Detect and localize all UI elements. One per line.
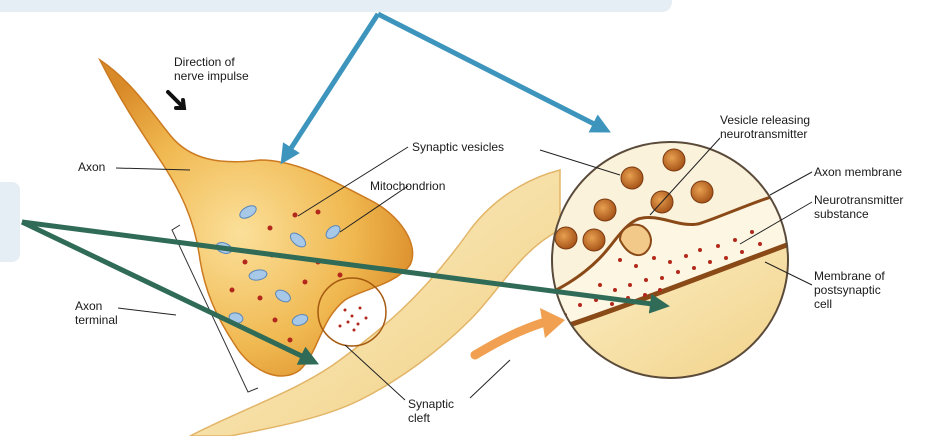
label-vesicle-releasing-1: Vesicle releasing bbox=[720, 113, 810, 127]
label-postsynaptic-2: postsynaptic bbox=[814, 283, 881, 297]
label-direction-2: nerve impulse bbox=[174, 69, 249, 83]
direction-arrow bbox=[168, 92, 184, 108]
label-vesicle-releasing-2: neurotransmitter bbox=[720, 127, 807, 141]
label-synaptic-cleft-1: Synaptic bbox=[408, 397, 454, 411]
label-axon-membrane: Axon membrane bbox=[814, 165, 902, 179]
label-postsynaptic-3: cell bbox=[814, 297, 832, 311]
blue-pointer-arrows bbox=[286, 14, 602, 156]
zoom-circle bbox=[540, 140, 800, 400]
cleft-dots-small bbox=[339, 307, 368, 332]
label-direction-1: Direction of bbox=[174, 55, 235, 69]
zoom-direction-arrow bbox=[475, 322, 545, 355]
label-neurotransmitter-1: Neurotransmitter bbox=[814, 193, 903, 207]
label-synaptic-vesicles: Synaptic vesicles bbox=[412, 140, 504, 154]
label-synaptic-cleft-2: cleft bbox=[408, 411, 431, 425]
label-postsynaptic-1: Membrane of bbox=[814, 269, 885, 283]
zoom-direction-arrowhead bbox=[540, 308, 565, 338]
label-axon-terminal-1: Axon bbox=[75, 299, 102, 313]
label-neurotransmitter-2: substance bbox=[814, 207, 869, 221]
label-axon: Axon bbox=[78, 160, 105, 174]
label-axon-terminal-2: terminal bbox=[75, 313, 118, 327]
label-mitochondrion: Mitochondrion bbox=[370, 179, 445, 193]
axon-terminal-body bbox=[100, 60, 413, 376]
